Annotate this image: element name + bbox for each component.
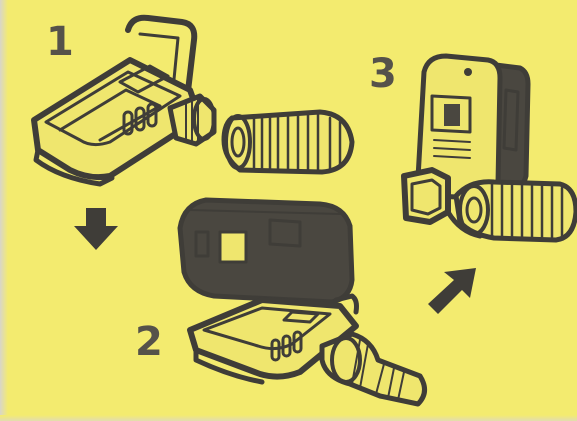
step2-device-icon (180, 200, 425, 404)
step1-hose-icon (224, 112, 352, 172)
step-1-number: 1 (46, 22, 74, 62)
arrow-down-icon (74, 208, 118, 250)
step3-device-icon (404, 56, 576, 240)
step-3-number: 3 (369, 54, 397, 94)
step-2-number: 2 (135, 322, 163, 362)
arrow-up-right-icon (428, 268, 476, 314)
